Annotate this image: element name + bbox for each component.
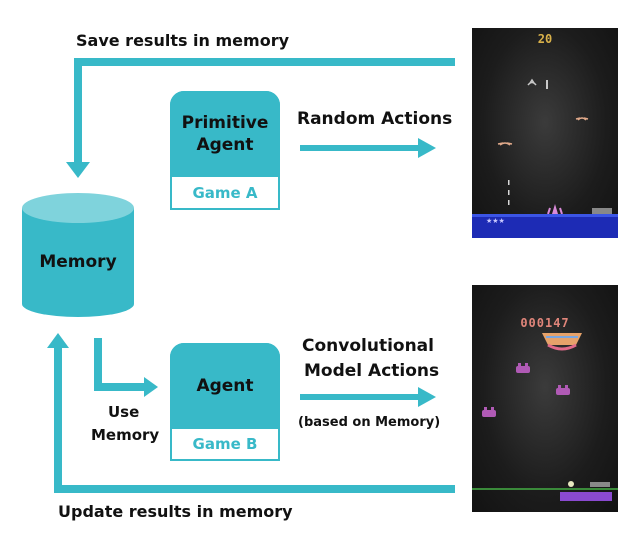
svg-text:★★★: ★★★ — [486, 217, 505, 225]
primitive-agent-header: Primitive Agent — [170, 91, 280, 177]
agent-header: Agent — [170, 343, 280, 429]
based-on-memory-label: (based on Memory) — [298, 415, 441, 430]
memory-cylinder — [22, 193, 134, 317]
game-a-screenshot: 20 ★★★ — [472, 28, 618, 238]
random-actions-arrowhead — [418, 138, 436, 158]
agent-title: Agent — [196, 375, 254, 396]
game-b-screenshot: 000147 — [472, 285, 618, 512]
primitive-agent-title-line2: Agent — [196, 135, 254, 155]
random-actions-label: Random Actions — [297, 109, 453, 129]
game-b-label: Game B — [192, 435, 258, 453]
save-results-arrow — [74, 58, 455, 165]
primitive-agent-title-line1: Primitive — [181, 112, 269, 133]
memory-label: Memory — [39, 252, 117, 272]
game-a-score: 20 — [537, 32, 553, 46]
conv-actions-label-line2: Model Actions — [304, 361, 440, 381]
game-a-sprites: ★★★ — [472, 78, 618, 238]
conv-actions-label-line1: Convolutional — [302, 336, 434, 356]
update-results-label: Update results in memory — [58, 502, 293, 521]
save-results-label: Save results in memory — [76, 31, 290, 50]
use-memory-label-line1: Use — [108, 403, 140, 421]
update-results-arrowhead — [47, 333, 69, 348]
game-b-sprites — [472, 333, 618, 501]
agent-box: Agent Game B — [170, 343, 280, 461]
game-b-score: 000147 — [520, 316, 570, 330]
save-results-arrowhead — [66, 162, 90, 178]
use-memory-arrowhead — [144, 377, 158, 397]
update-results-arrow — [54, 345, 455, 493]
game-a-label: Game A — [192, 184, 258, 202]
primitive-agent-box: Primitive Agent Game A — [170, 91, 280, 210]
conv-actions-arrowhead — [418, 387, 436, 407]
use-memory-label-line2: Memory — [91, 426, 160, 444]
use-memory-arrow — [94, 338, 146, 391]
